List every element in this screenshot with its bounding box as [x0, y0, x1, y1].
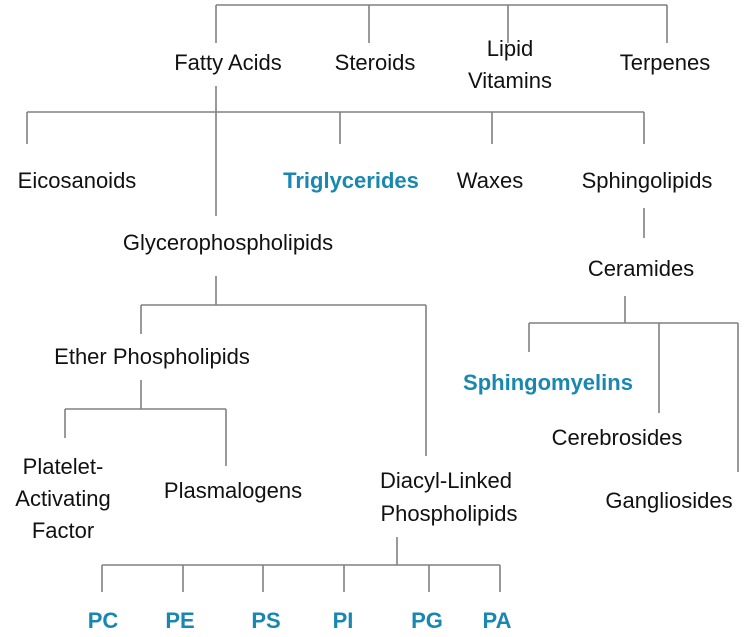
node-diacyl-line2: Phospholipids — [381, 501, 518, 526]
node-plasmalogens: Plasmalogens — [164, 478, 302, 503]
node-pi: PI — [333, 608, 354, 633]
node-ps: PS — [251, 608, 280, 633]
node-terpenes: Terpenes — [620, 50, 711, 75]
node-diacyl-line1: Diacyl-Linked — [380, 468, 512, 493]
node-fatty-acids: Fatty Acids — [174, 50, 282, 75]
node-lipid-vitamins-line2: Vitamins — [468, 68, 552, 93]
node-eicosanoids: Eicosanoids — [18, 168, 137, 193]
node-paf-line1: Platelet- — [23, 454, 104, 479]
node-gangliosides: Gangliosides — [605, 488, 732, 513]
node-pc: PC — [88, 608, 119, 633]
node-steroids: Steroids — [335, 50, 416, 75]
node-glycerophospholipids: Glycerophospholipids — [123, 230, 333, 255]
node-pg: PG — [411, 608, 443, 633]
node-paf-line2: Activating — [15, 486, 110, 511]
node-paf-line3: Factor — [32, 518, 94, 543]
node-ceramides: Ceramides — [588, 256, 694, 281]
node-pa: PA — [483, 608, 512, 633]
node-sphingolipids: Sphingolipids — [582, 168, 713, 193]
node-triglycerides: Triglycerides — [283, 168, 419, 193]
node-pe: PE — [165, 608, 194, 633]
node-cerebrosides: Cerebrosides — [552, 425, 683, 450]
node-waxes: Waxes — [457, 168, 523, 193]
node-ether-phospholipids: Ether Phospholipids — [54, 344, 250, 369]
connector-lines — [26, 4, 739, 592]
node-sphingomyelins: Sphingomyelins — [463, 370, 633, 395]
node-lipid-vitamins-line1: Lipid — [487, 36, 533, 61]
